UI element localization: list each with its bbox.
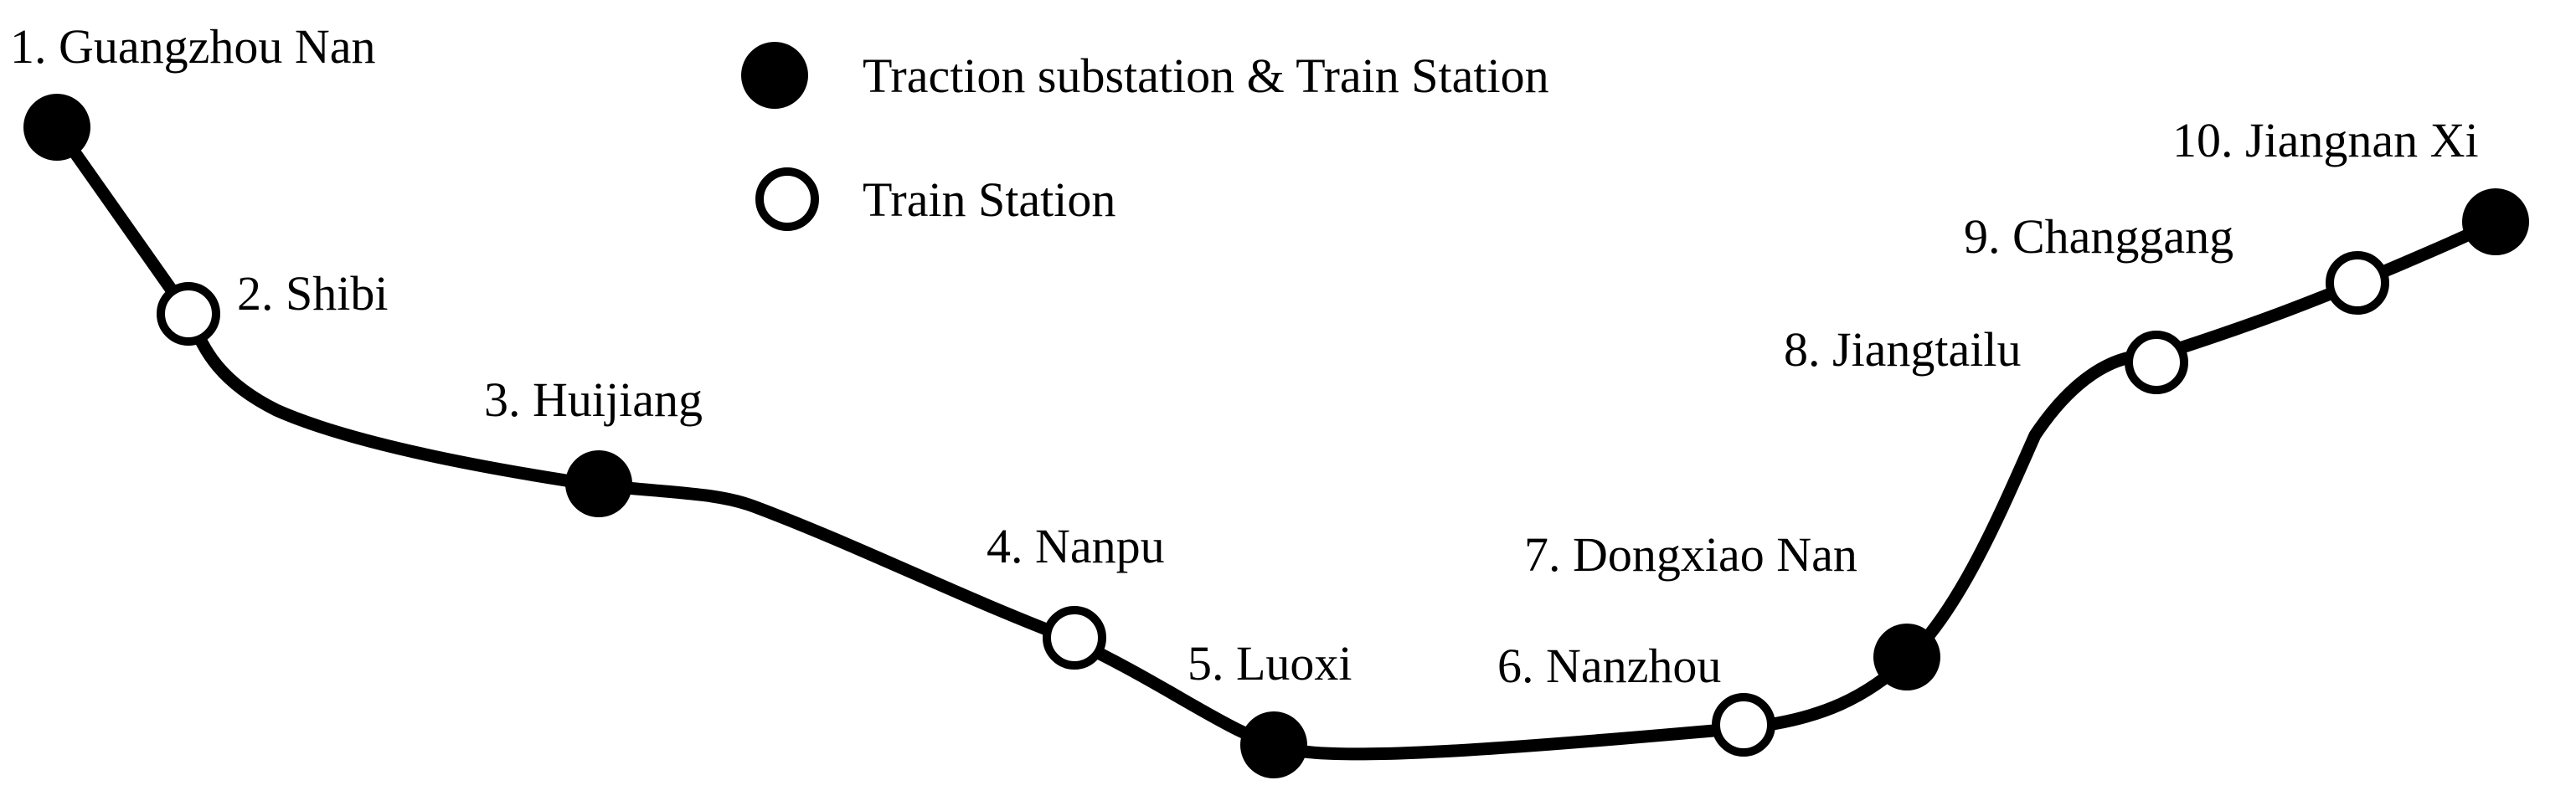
- station-marker-changgang: [2326, 251, 2389, 315]
- station-marker-huijiang: [565, 450, 632, 517]
- station-marker-jiangnan-xi: [2462, 188, 2529, 255]
- station-label-nanpu: 4. Nanpu: [987, 519, 1165, 573]
- station-label-guangzhou-nan: 1. Guangzhou Nan: [10, 19, 376, 74]
- legend: Traction substation & Train Station Trai…: [741, 42, 1549, 231]
- legend-station-marker: [755, 167, 819, 231]
- station-marker-guangzhou-nan: [23, 94, 90, 161]
- station-label-luoxi: 5. Luoxi: [1188, 636, 1352, 690]
- station-marker-luoxi: [1240, 711, 1307, 778]
- station-label-jiangtailu: 8. Jiangtailu: [1784, 322, 2022, 377]
- station-label-jiangnan-xi: 10. Jiangnan Xi: [2172, 113, 2479, 167]
- station-marker-nanpu: [1043, 606, 1106, 670]
- station-label-dongxiao-nan: 7. Dongxiao Nan: [1524, 527, 1857, 582]
- station-label-shibi: 2. Shibi: [237, 266, 389, 321]
- station-label-huijiang: 3. Huijiang: [484, 372, 703, 427]
- station-marker-dongxiao-nan: [1873, 624, 1940, 690]
- station-label-changgang: 9. Changgang: [1964, 209, 2233, 264]
- station-marker-jiangtailu: [2125, 331, 2188, 394]
- station-marker-nanzhou: [1712, 693, 1775, 757]
- station-label-nanzhou: 6. Nanzhou: [1497, 639, 1721, 693]
- legend-station-label: Train Station: [863, 172, 1115, 227]
- legend-substation-label: Traction substation & Train Station: [863, 49, 1549, 103]
- station-marker-shibi: [157, 282, 220, 346]
- legend-substation-marker: [741, 42, 808, 109]
